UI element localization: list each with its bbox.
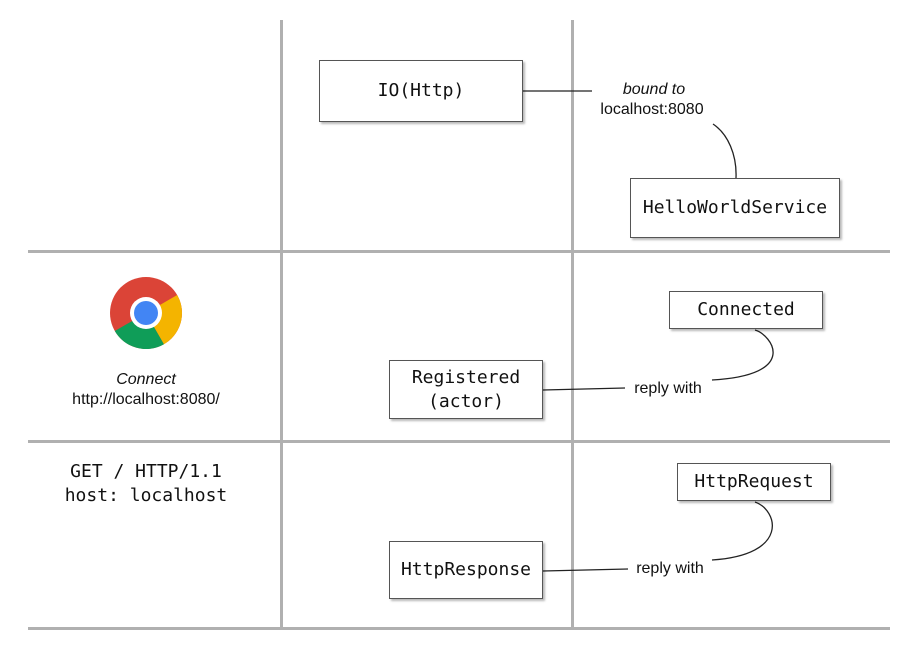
bound-address-label: localhost:8080	[600, 101, 704, 118]
registered-node: Registered (actor)	[389, 360, 543, 419]
reply-with-label-http-request: reply with	[636, 560, 704, 577]
hello-world-service-node: HelloWorldService	[630, 178, 840, 238]
grid-divider-vertical-left	[280, 20, 283, 630]
connected-reply-connector	[711, 329, 774, 381]
browser-url-label: http://localhost:8080/	[72, 391, 220, 408]
registered-label: Registered	[411, 366, 521, 388]
grid-divider-horizontal-bottom	[28, 627, 890, 630]
grid-divider-horizontal-top	[28, 250, 890, 253]
connected-node: Connected	[669, 291, 823, 329]
hello-world-bound-connector	[712, 123, 737, 179]
bound-to-label: bound to	[622, 81, 686, 98]
grid-divider-horizontal-middle	[28, 440, 890, 443]
http-host-header: host: localhost	[64, 485, 228, 506]
http-request-line: GET / HTTP/1.1	[70, 461, 222, 482]
hello-world-service-label: HelloWorldService	[642, 197, 828, 218]
http-response-label: HttpResponse	[400, 559, 532, 580]
registered-reply-connector	[542, 387, 626, 391]
http-request-reply-connector	[711, 501, 773, 561]
registered-sub-label: (actor)	[428, 390, 504, 412]
http-response-reply-connector	[542, 568, 629, 572]
chrome-browser-icon	[110, 277, 183, 350]
browser-action-label: Connect	[116, 371, 176, 388]
http-request-node: HttpRequest	[677, 463, 831, 501]
http-response-node: HttpResponse	[389, 541, 543, 599]
grid-divider-vertical-right	[571, 20, 574, 630]
io-http-label: IO(Http)	[377, 80, 465, 101]
http-request-label: HttpRequest	[694, 471, 814, 492]
reply-with-label-connected: reply with	[634, 380, 702, 397]
connected-label: Connected	[697, 299, 795, 320]
io-http-node: IO(Http)	[319, 60, 523, 122]
